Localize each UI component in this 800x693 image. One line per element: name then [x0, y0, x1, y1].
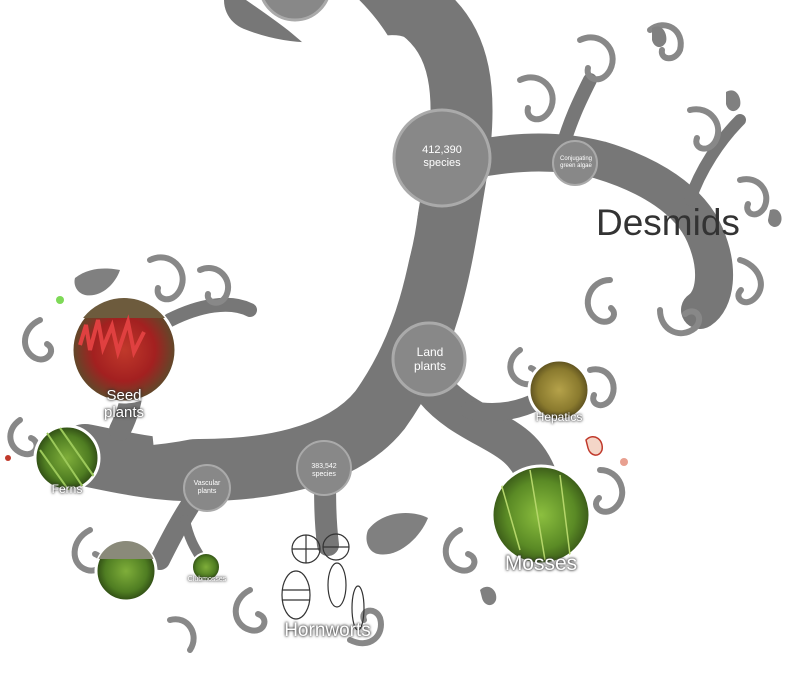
moss-photo[interactable] [490, 464, 592, 566]
species-unit: species [423, 156, 461, 169]
clubmoss-photo[interactable] [94, 539, 158, 603]
conjugating-label: Conjugating green algae [559, 156, 593, 169]
seed-plants-label: Seed plants [103, 387, 145, 421]
node-embryophyta-count[interactable] [296, 440, 352, 496]
species-count: 383,542 [311, 463, 337, 470]
hepatic-photo[interactable] [527, 358, 591, 422]
ferns-label: Ferns [51, 482, 83, 496]
mosses-label: Mosses [504, 552, 578, 575]
embryophyta-count: 383,542 species [299, 463, 349, 479]
leaf-icon [366, 513, 428, 555]
fern-photo[interactable] [33, 424, 101, 492]
decorative-curls [7, 22, 770, 653]
leaf-icon [585, 436, 603, 456]
hornwort-sketch [281, 533, 365, 631]
hornworts-label: Hornworts [284, 620, 371, 641]
node-conjugating[interactable] [552, 140, 598, 186]
species-unit: species [312, 471, 336, 479]
species-count: 412,390 [422, 144, 462, 156]
leaf-icons [74, 26, 782, 606]
leaf-icon [726, 90, 741, 112]
streptophyta-count: 412,390 species [402, 144, 482, 169]
leaf-icon [480, 586, 497, 606]
node-vascular[interactable] [183, 464, 231, 512]
clubmoss-small-photo[interactable] [191, 552, 221, 582]
desmids-branch [451, 133, 734, 329]
leaf-icon [74, 268, 120, 296]
leaf-icon [768, 209, 782, 227]
vascular-label: Vascular plants [193, 480, 221, 496]
hepatics-label: Hepatics [535, 410, 583, 424]
land-plants-label: Land plants [413, 345, 447, 373]
node-streptophyta[interactable] [392, 108, 492, 208]
clubmosses-label: Clubmosses [187, 576, 227, 583]
desmids-label[interactable]: Desmids [596, 202, 740, 243]
leaf-icon [652, 26, 667, 48]
node-land-plants[interactable] [391, 321, 467, 397]
